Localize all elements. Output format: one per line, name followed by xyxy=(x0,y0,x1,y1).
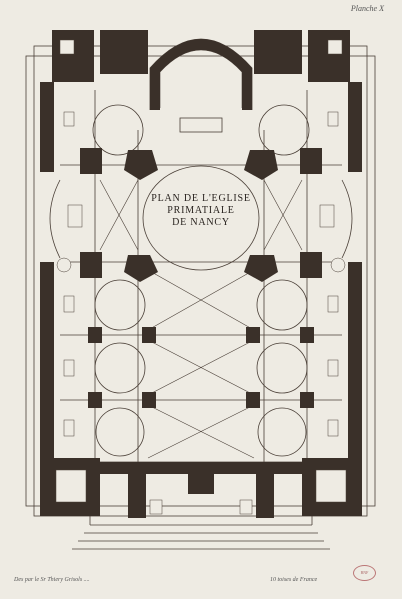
crossing-pier-sw xyxy=(124,255,158,282)
nave-vault-diagonals xyxy=(99,179,303,459)
tower-top-right xyxy=(308,30,350,82)
aisle-circles xyxy=(92,104,310,457)
plate-number: Planche X xyxy=(350,4,384,13)
plan-plinth-line xyxy=(25,55,376,507)
chapel-block-top-right xyxy=(254,30,302,74)
crossing-pier-se xyxy=(244,255,278,282)
title-line-2: PRIMATIALE xyxy=(167,205,235,216)
front-steps xyxy=(72,516,330,550)
crossing-dome xyxy=(142,165,260,271)
west-front-wall xyxy=(100,462,302,474)
crossing-pier-nw xyxy=(124,150,158,180)
tower-top-left xyxy=(52,30,94,82)
altar xyxy=(179,117,223,133)
crossing-pier-ne xyxy=(244,150,278,180)
chapel-block-top-left xyxy=(100,30,148,74)
title-line-3: DE NANCY xyxy=(172,217,230,228)
left-transept-apse xyxy=(49,179,61,259)
engraver-credit: Des par le Sr Thiery Grisols .... xyxy=(14,577,90,583)
wall-masses xyxy=(40,30,362,518)
apse-wall xyxy=(150,39,252,110)
library-stamp: BNF xyxy=(353,565,376,581)
plan-outer-boundary xyxy=(33,45,368,517)
scale-caption: 10 toises de France xyxy=(270,577,318,583)
right-transept-apse xyxy=(341,179,353,259)
plan-title: PLAN DE L'EGLISE PRIMATIALE DE NANCY xyxy=(142,193,260,229)
wall-openings xyxy=(55,39,347,515)
title-line-1: PLAN DE L'EGLISE xyxy=(151,193,251,204)
